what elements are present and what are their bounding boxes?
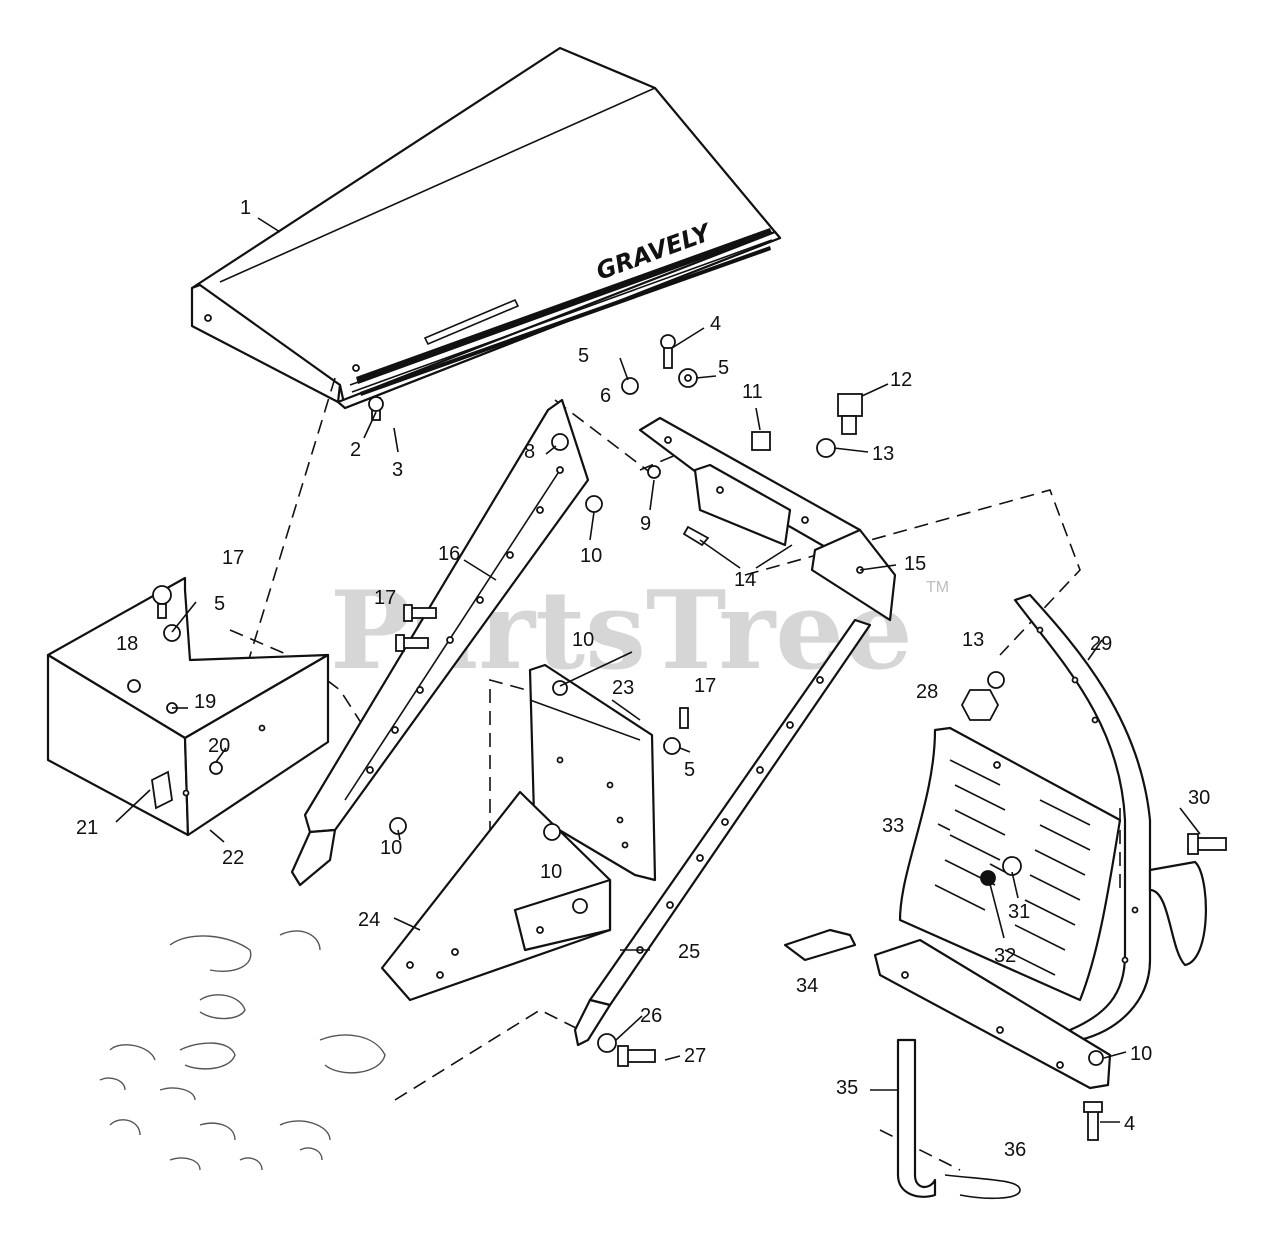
- callout: 32: [994, 945, 1016, 967]
- callout: 16: [438, 543, 460, 565]
- callout: 18: [116, 633, 138, 655]
- callout: 5: [718, 357, 729, 379]
- part-lower-frame: [873, 938, 1112, 1090]
- callout: 28: [916, 681, 938, 703]
- part-lower-bracket: [380, 790, 612, 1002]
- callout: 5: [214, 593, 225, 615]
- callout: 12: [890, 369, 912, 391]
- part-pin-34: [783, 928, 857, 962]
- callout: 15: [904, 553, 926, 575]
- watermark-trademark: TM: [926, 579, 949, 596]
- callout: 20: [208, 735, 230, 757]
- part-clip-36: [944, 1174, 1021, 1200]
- part-rod-35: [896, 1038, 937, 1198]
- callout: 24: [358, 909, 380, 931]
- callout: 30: [1188, 787, 1210, 809]
- callout: 26: [640, 1005, 662, 1027]
- callout: 31: [1008, 901, 1030, 923]
- callout: 9: [640, 513, 651, 535]
- callout: 17: [694, 675, 716, 697]
- callout: 21: [76, 817, 98, 839]
- callout: 1: [240, 197, 251, 219]
- callout: 8: [524, 441, 535, 463]
- callout: 29: [1090, 633, 1112, 655]
- callout: 3: [392, 459, 403, 481]
- callout: 10: [380, 837, 402, 859]
- callout: 5: [684, 759, 695, 781]
- callout: 13: [872, 443, 894, 465]
- callout: 4: [1124, 1113, 1135, 1135]
- callout: 10: [580, 545, 602, 567]
- callout-labels: 1 2 3 4 5 6 5 11 12 13 8 9 10 14 15 16 1…: [76, 197, 1210, 1161]
- ghost-engine-outline: [99, 930, 386, 1171]
- callout: 5: [578, 345, 589, 367]
- callout: 35: [836, 1077, 858, 1099]
- callout: 13: [962, 629, 984, 651]
- part-left-box: [46, 576, 330, 837]
- callout: 27: [684, 1045, 706, 1067]
- callout: 34: [796, 975, 818, 997]
- callout: 17: [222, 547, 244, 569]
- callout: 36: [1004, 1139, 1026, 1161]
- callout: 17: [374, 587, 396, 609]
- callout: 4: [710, 313, 721, 335]
- leader-lines: [115, 217, 1201, 1123]
- part-upper-bracket: [638, 416, 897, 622]
- callout: 14: [734, 569, 756, 591]
- callout: 22: [222, 847, 244, 869]
- callout: 10: [1130, 1043, 1152, 1065]
- hardware-fasteners: [127, 334, 1227, 1141]
- callout: 19: [194, 691, 216, 713]
- callout: 10: [572, 629, 594, 651]
- callout: 33: [882, 815, 904, 837]
- part-left-rail: [290, 398, 590, 887]
- part-tube-frame: [1013, 593, 1207, 1042]
- part-hood-cover: GRAVELY: [190, 46, 782, 410]
- callout: 10: [540, 861, 562, 883]
- callout: 11: [742, 381, 763, 403]
- callout: 25: [678, 941, 700, 963]
- callout: 2: [350, 439, 361, 461]
- callout: 6: [600, 385, 611, 407]
- callout: 23: [612, 677, 634, 699]
